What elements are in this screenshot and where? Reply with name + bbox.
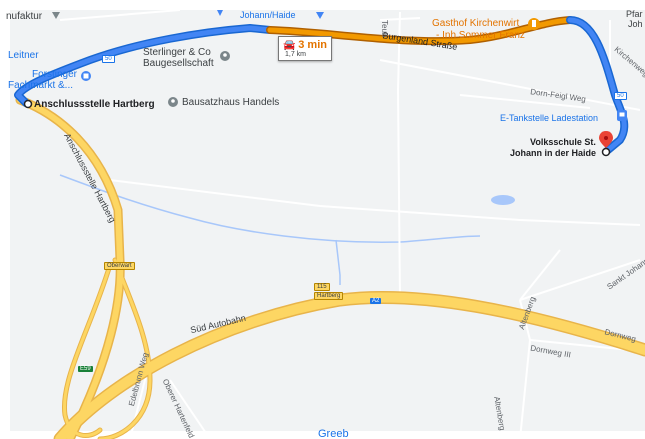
road-label-teub: Teub: [380, 20, 389, 38]
poi-etankstelle-icon: [617, 110, 627, 121]
poi-bausatzhaus-label: Bausatzhaus Handels: [182, 97, 280, 108]
route-time: 3 min: [298, 39, 327, 51]
poi-forstinger-label-1: Forstinger: [32, 69, 78, 80]
poi-gasthof-label-2: - Inh Sommer Franz: [436, 30, 525, 41]
poi-pfarr-label-1: Pfar: [626, 9, 643, 19]
poi-johann-marker-icon: [217, 10, 324, 19]
pond: [491, 195, 515, 205]
badge-oberwart: Oberwart: [104, 262, 135, 270]
poi-manufaktur-marker-icon: [52, 12, 60, 19]
poi-gasthof-icon: [528, 18, 540, 30]
place-label-bottom: Greeb: [318, 428, 349, 439]
poi-forstinger-label-2: Fachmarkt &...: [8, 80, 74, 91]
poi-manufaktur-label: nufaktur: [6, 11, 43, 22]
poi-pfarr-label-2: Joh: [628, 19, 643, 29]
badge-115: 115: [314, 283, 330, 291]
poi-johann-haide-label: Johann/Haide: [240, 10, 296, 20]
badge-50-a: 50: [102, 55, 115, 63]
poi-etankstelle-label: E-Tankstelle Ladestation: [500, 113, 599, 123]
destination-pin-icon: [599, 131, 613, 148]
stream: [59, 174, 481, 243]
start-location-label: Anschlussstelle Hartberg: [34, 99, 155, 110]
route-end-marker: [601, 147, 611, 157]
badge-50-b: 50: [614, 92, 627, 100]
poi-forstinger-icon: [81, 71, 91, 81]
stream-branch: [335, 239, 341, 285]
route-distance: 1,7 km: [285, 51, 307, 58]
poi-gasthof-label-1: Gasthof Kirchenwirt: [432, 18, 520, 29]
destination-label-2: Johann in der Haide: [510, 148, 597, 158]
route-start-marker: [23, 99, 33, 109]
car-icon: 🚘: [283, 40, 296, 51]
poi-bausatzhaus-icon: [168, 97, 178, 107]
poi-leitner-label: Leitner: [8, 50, 39, 61]
poi-sterlinger-icon: [220, 51, 230, 61]
poi-sterlinger-label-1: Sterlinger & Co: [143, 47, 211, 58]
route-duration-chip[interactable]: 🚘 3 min 1,7 km: [278, 36, 332, 61]
poi-sterlinger-label-2: Baugesellschaft: [143, 58, 214, 69]
badge-e59: E59: [78, 366, 93, 372]
badge-hartberg: Hartberg: [314, 292, 344, 300]
motorway-fill: [17, 97, 645, 439]
destination-label-1: Volksschule St.: [530, 137, 596, 147]
badge-a2: A2: [370, 298, 382, 304]
